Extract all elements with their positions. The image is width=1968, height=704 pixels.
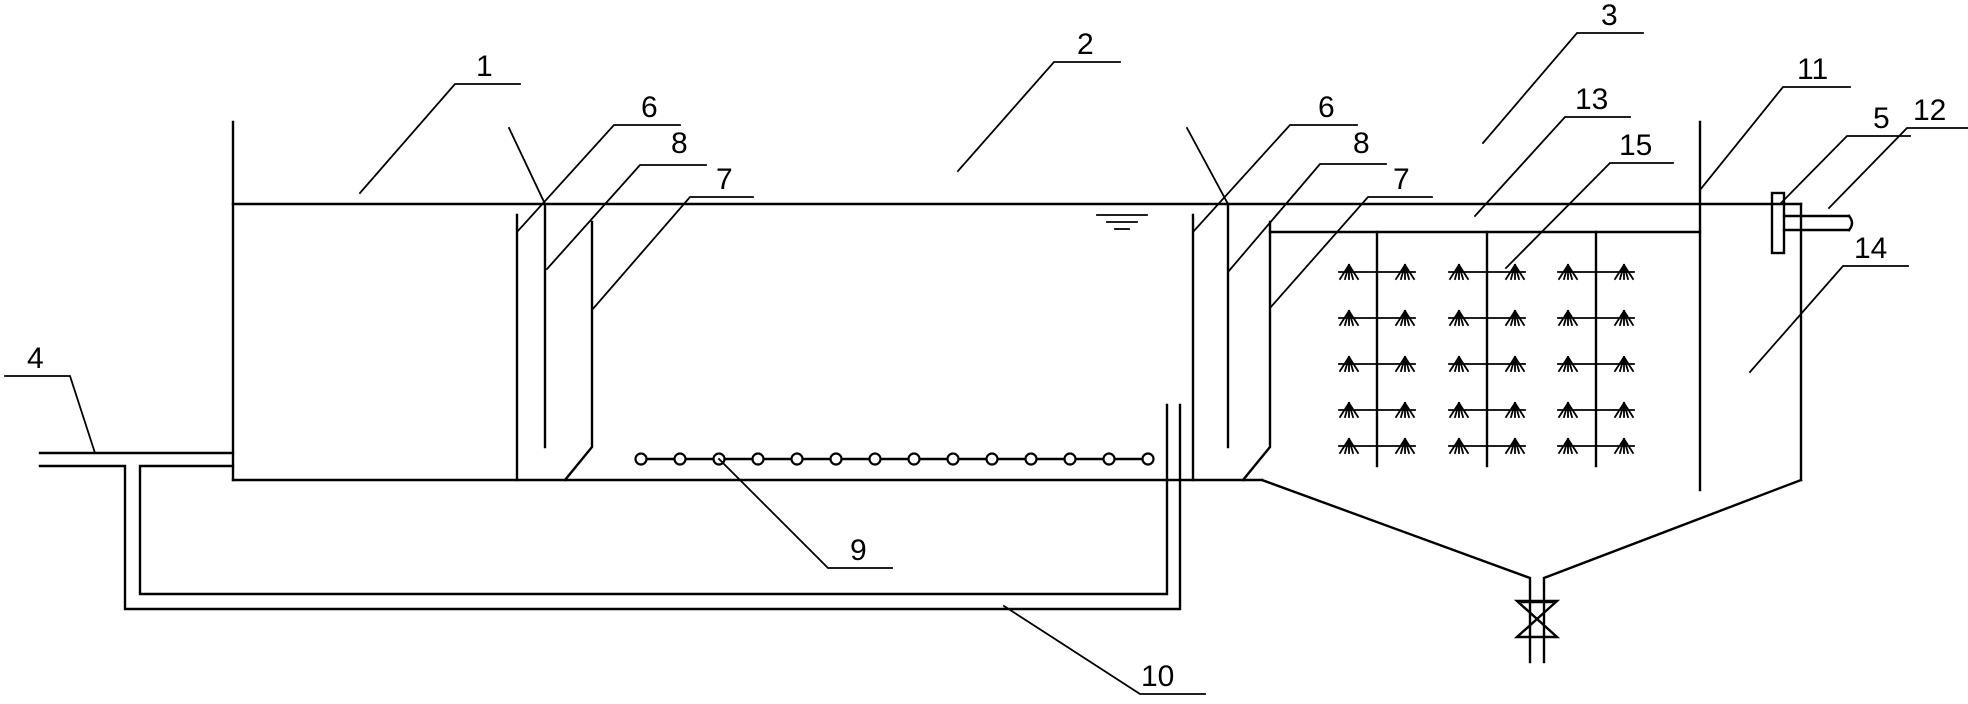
aerator-nozzle: [946, 452, 960, 466]
filler-tuft: [1394, 437, 1416, 455]
filler-tuft: [1448, 437, 1470, 455]
filler-tuft: [1557, 309, 1579, 327]
label-2: 2: [1077, 28, 1094, 61]
label-6a: 6: [641, 91, 658, 124]
label-6b: 6: [1318, 91, 1335, 124]
aerator-nozzle: [751, 452, 765, 466]
label-4: 4: [27, 342, 44, 375]
filler-tuft: [1338, 309, 1360, 327]
outlet-weir: [1770, 191, 1854, 255]
filler-frame: [1268, 120, 1702, 492]
label-11: 11: [1797, 53, 1828, 86]
hanging-filler-columns: [1338, 230, 1635, 468]
label-10: 10: [1141, 660, 1174, 693]
label-1: 1: [476, 50, 493, 83]
aerator-nozzle: [673, 452, 687, 466]
label-12: 12: [1913, 94, 1946, 127]
aerator-nozzle: [985, 452, 999, 466]
filler-tuft: [1557, 401, 1579, 419]
label-14: 14: [1854, 232, 1887, 265]
filler-tuft: [1557, 263, 1579, 281]
aerator-nozzle: [868, 452, 882, 466]
filler-tuft: [1504, 437, 1526, 455]
label-9: 9: [850, 534, 867, 567]
filler-tuft: [1394, 355, 1416, 373]
label-13: 13: [1575, 83, 1608, 116]
filler-tuft: [1504, 263, 1526, 281]
filler-tuft: [1338, 263, 1360, 281]
aerator-nozzle: [829, 452, 843, 466]
leader-lines: [4, 32, 1968, 695]
filler-tuft: [1394, 401, 1416, 419]
filler-tuft: [1613, 309, 1635, 327]
aerator-nozzle: [790, 452, 804, 466]
filler-tuft: [1613, 401, 1635, 419]
filler-tuft: [1557, 355, 1579, 373]
label-8b: 8: [1353, 127, 1370, 160]
filler-tuft: [1338, 401, 1360, 419]
water-level-symbol: [1096, 214, 1148, 230]
baffle-group-a: [515, 202, 594, 482]
label-7a: 7: [716, 163, 733, 196]
filler-tuft: [1338, 437, 1360, 455]
label-5: 5: [1873, 102, 1890, 135]
aerator-nozzle: [1102, 452, 1116, 466]
inlet-and-return-pipes: [38, 403, 1182, 611]
tank-outline: [231, 120, 1803, 604]
filler-tuft: [1448, 401, 1470, 419]
filler-tuft: [1448, 355, 1470, 373]
aerator-nozzle: [1063, 452, 1077, 466]
filler-tuft: [1394, 263, 1416, 281]
label-15: 15: [1619, 129, 1652, 162]
filler-tuft: [1448, 309, 1470, 327]
part-labels: 1 2 3 4 5 6 6 7 7 8 8 9 10 11 12 13 14 1…: [27, 0, 1946, 693]
filler-tuft: [1613, 263, 1635, 281]
aerator-nozzle: [1024, 452, 1038, 466]
filler-tuft: [1338, 355, 1360, 373]
filler-tuft: [1504, 355, 1526, 373]
sludge-valve: [1513, 599, 1561, 664]
aerator-nozzle: [634, 452, 648, 466]
filler-tuft: [1504, 401, 1526, 419]
label-8a: 8: [671, 127, 688, 160]
aerator-nozzle: [1141, 452, 1155, 466]
aerator-nozzle: [907, 452, 921, 466]
filler-tuft: [1613, 437, 1635, 455]
filler-tuft: [1613, 355, 1635, 373]
baffle-group-b: [1191, 202, 1272, 482]
filler-tuft: [1557, 437, 1579, 455]
filler-tuft: [1504, 309, 1526, 327]
label-3: 3: [1601, 0, 1618, 32]
filler-tuft: [1394, 309, 1416, 327]
aeration-pipe: [634, 452, 1155, 466]
filler-tuft: [1448, 263, 1470, 281]
label-7b: 7: [1393, 163, 1410, 196]
